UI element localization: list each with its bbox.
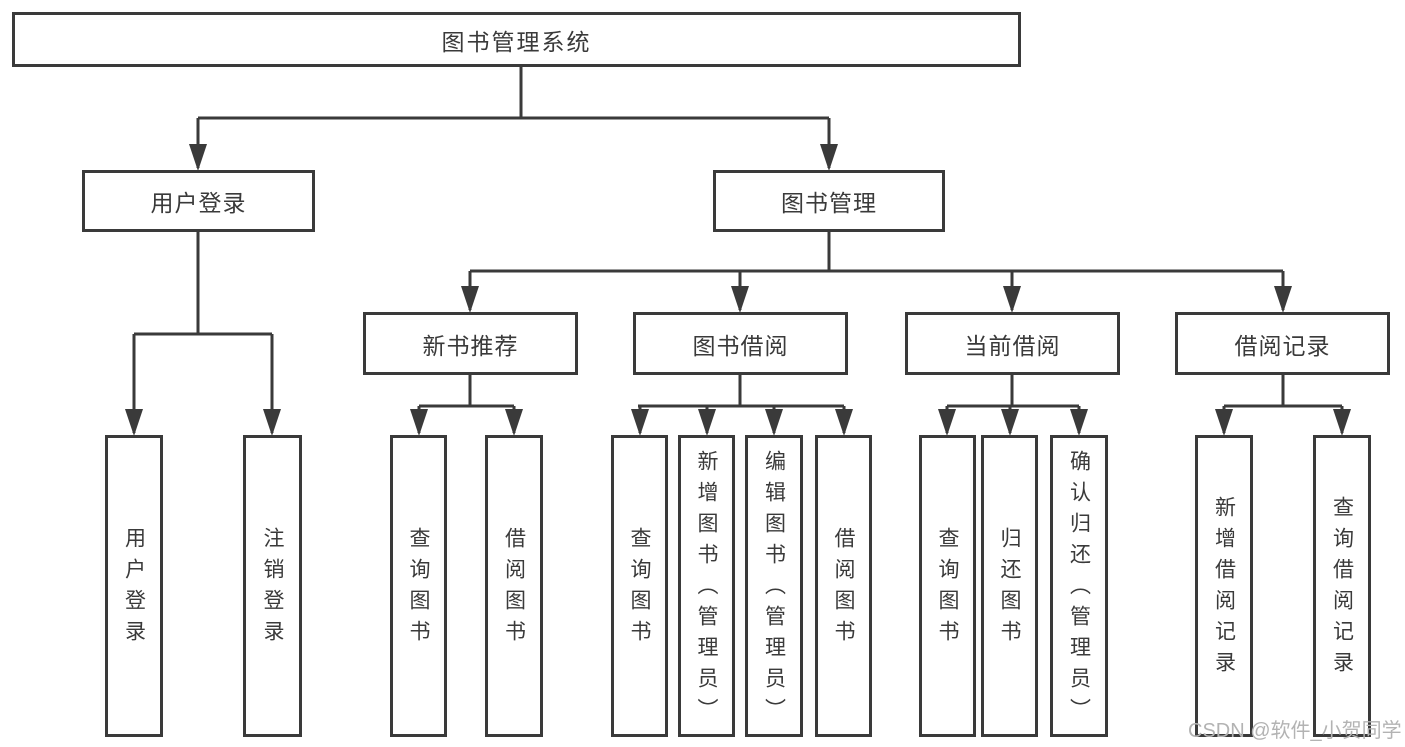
leaf-add-borrow-record: 新增借阅记录 [1195, 435, 1253, 737]
node-user-login: 用户登录 [82, 170, 315, 232]
node-book-management: 图书管理 [713, 170, 945, 232]
leaf-query-books-current: 查询图书 [919, 435, 976, 737]
leaf-add-books-admin: 新增图书（管理员） [678, 435, 735, 737]
leaf-return-books: 归还图书 [981, 435, 1038, 737]
node-new-book-recommend: 新书推荐 [363, 312, 578, 375]
leaf-logout: 注销登录 [243, 435, 302, 737]
leaf-borrow-books: 借阅图书 [815, 435, 872, 737]
node-book-borrowing: 图书借阅 [633, 312, 848, 375]
leaf-query-books-recommend: 查询图书 [390, 435, 447, 737]
csdn-watermark: CSDN @软件_小贺同学 [1188, 720, 1402, 742]
leaf-edit-books-admin: 编辑图书（管理员） [745, 435, 803, 737]
node-root-library-management-system: 图书管理系统 [12, 12, 1021, 67]
node-borrowing-records: 借阅记录 [1175, 312, 1390, 375]
node-current-borrowing: 当前借阅 [905, 312, 1120, 375]
leaf-user-login: 用户登录 [105, 435, 163, 737]
leaf-confirm-return-admin: 确认归还（管理员） [1050, 435, 1108, 737]
leaf-query-books-borrow: 查询图书 [611, 435, 668, 737]
leaf-borrow-books-recommend: 借阅图书 [485, 435, 543, 737]
leaf-query-borrow-record: 查询借阅记录 [1313, 435, 1371, 737]
